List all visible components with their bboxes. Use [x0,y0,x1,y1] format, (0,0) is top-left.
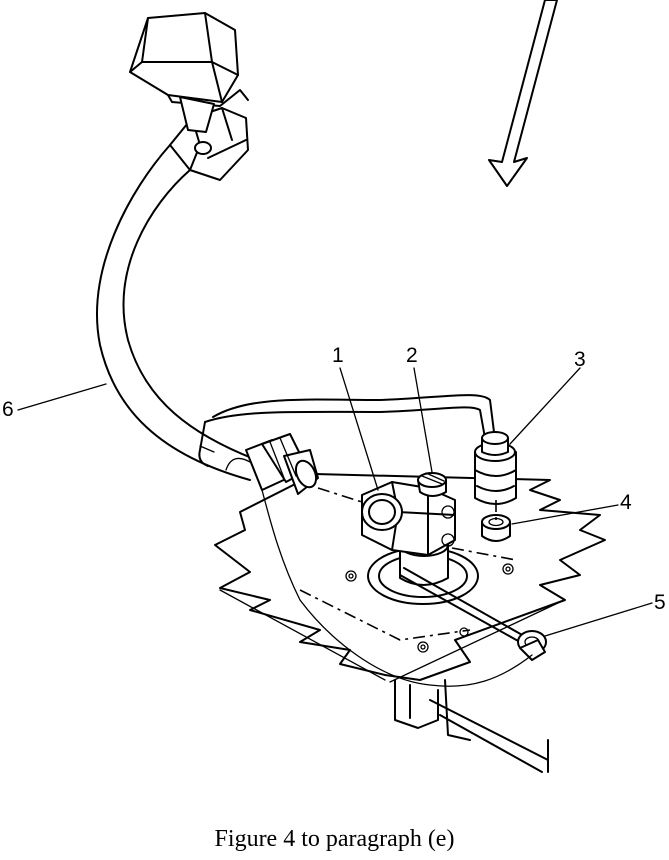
callout-5: 5 [654,591,666,614]
pin-with-lanyard [261,489,547,687]
callout-1: 1 [332,344,344,367]
exploded-assembly-diagram: 1 2 3 4 5 6 [2,0,666,773]
sensing-tube [198,394,496,467]
callout-4: 4 [620,491,632,514]
hose-assembly [96,12,319,495]
callout-3: 3 [574,348,586,371]
adapter-nut [481,514,511,542]
leader-lines [17,367,653,637]
assembly-centerlines [299,487,517,641]
callout-2: 2 [406,344,418,367]
quick-connect-fitting [474,431,517,505]
figure-caption: Figure 4 to paragraph (e) [214,826,455,852]
direction-arrow [488,0,558,187]
valve-body [361,481,456,556]
top-fitting [417,472,447,497]
base-plate [214,473,606,773]
callout-6: 6 [2,398,14,421]
